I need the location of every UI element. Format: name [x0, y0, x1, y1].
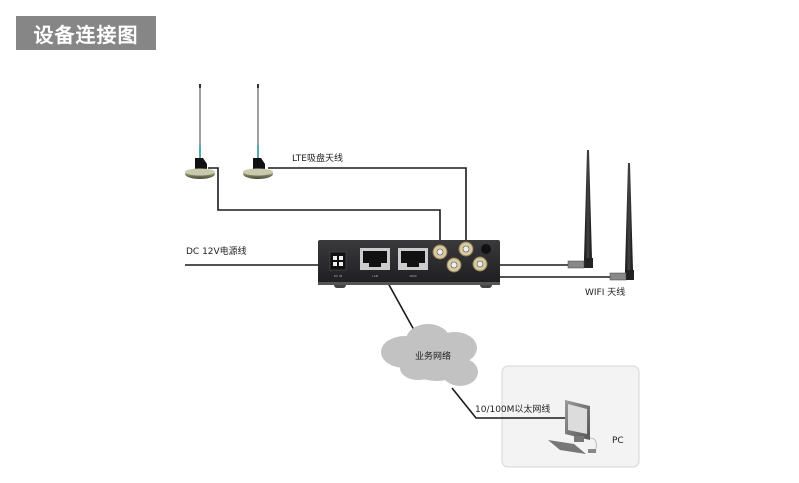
- cloud-label: 业务网络: [415, 350, 451, 362]
- reset-button: [481, 244, 491, 254]
- lte-antenna-2-icon: [243, 84, 273, 179]
- lan-port: LAN: [360, 248, 390, 278]
- network-cloud-icon: 业务网络: [381, 324, 478, 386]
- wifi-port-2: [472, 256, 488, 272]
- lte-cable-1: [208, 167, 441, 244]
- svg-text:WAN: WAN: [409, 274, 416, 278]
- wifi-antenna-label: WIFI 天线: [585, 286, 625, 298]
- page-title: 设备连接图: [33, 22, 139, 47]
- lte-port-2: [458, 241, 474, 257]
- lte-antenna-label: LTE吸盘天线: [292, 152, 343, 164]
- page-title-banner: 设备连接图: [16, 16, 156, 50]
- lte-port-1: [432, 244, 448, 260]
- dc-in-port: DC IN: [329, 251, 347, 278]
- svg-text:LAN: LAN: [372, 274, 378, 278]
- wifi-port-1: [446, 257, 462, 273]
- svg-text:DC IN: DC IN: [334, 274, 343, 278]
- cables: [185, 167, 614, 419]
- lte-cable-2: [268, 167, 467, 244]
- wan-port: WAN: [398, 248, 428, 278]
- wifi-antenna-2-icon: [609, 163, 634, 281]
- ethernet-label: 10/100M以太网线: [475, 403, 550, 415]
- dc-power-label: DC 12V电源线: [186, 245, 247, 257]
- wifi-antenna-1-icon: [567, 150, 593, 269]
- router-device-icon: DC IN LAN WAN: [318, 240, 500, 288]
- pc-label: PC: [612, 436, 624, 446]
- lte-antenna-1-icon: [185, 84, 215, 179]
- pc-icon: [548, 400, 597, 454]
- ethernet-cable: [451, 387, 565, 419]
